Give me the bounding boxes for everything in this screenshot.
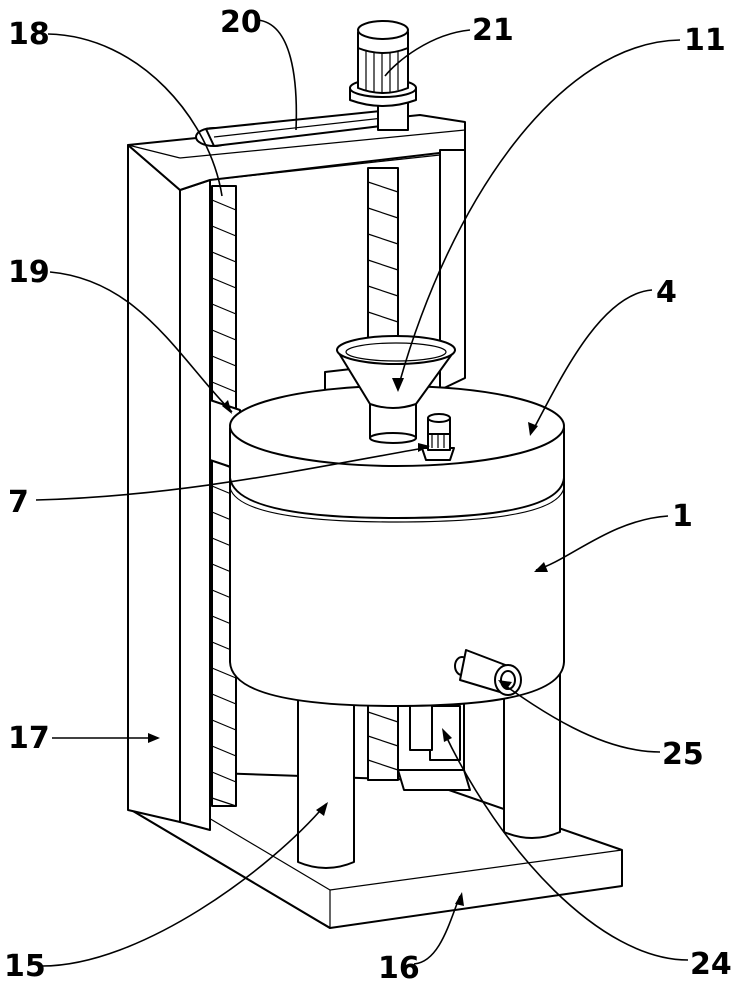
arrowhead-1 — [534, 562, 548, 572]
leader-lines — [35, 19, 689, 967]
label-1: 1 — [672, 499, 693, 534]
leader-24 — [443, 731, 689, 961]
leader-18 — [47, 33, 223, 197]
discharge-valve — [397, 699, 471, 791]
leader-1 — [535, 515, 669, 571]
arrowhead-25 — [498, 680, 512, 690]
leader-19 — [49, 271, 233, 413]
arrowhead-7 — [418, 443, 430, 452]
arrowhead-24 — [442, 728, 452, 742]
label-19: 19 — [8, 255, 50, 290]
label-17: 17 — [8, 721, 50, 756]
leader-4 — [531, 289, 653, 433]
arrowhead-4 — [528, 422, 538, 436]
leader-15 — [41, 803, 327, 967]
label-21: 21 — [472, 13, 514, 48]
frame — [127, 114, 466, 831]
label-7: 7 — [8, 485, 29, 520]
label-20: 20 — [220, 5, 262, 40]
leader-7 — [35, 447, 425, 501]
arrowhead-11 — [392, 378, 404, 392]
leader-25 — [499, 681, 661, 753]
label-4: 4 — [656, 275, 677, 310]
label-15: 15 — [4, 949, 46, 984]
arrowhead-19 — [222, 400, 232, 414]
label-25: 25 — [662, 737, 704, 772]
tank-body — [229, 477, 565, 707]
arrowhead-15 — [316, 802, 328, 816]
arrowhead-17 — [148, 733, 160, 743]
leader-20 — [257, 19, 298, 131]
arrowheads — [148, 378, 548, 906]
stirring-motor — [421, 413, 455, 461]
label-18: 18 — [8, 17, 50, 52]
top-motor — [349, 20, 417, 131]
leader-11 — [397, 39, 681, 389]
label-24: 24 — [690, 947, 732, 982]
label-16: 16 — [378, 951, 420, 986]
label-11: 11 — [684, 23, 726, 58]
outlet-pipe — [454, 649, 522, 696]
leader-21 — [384, 29, 471, 77]
arrowhead-16 — [455, 892, 464, 906]
